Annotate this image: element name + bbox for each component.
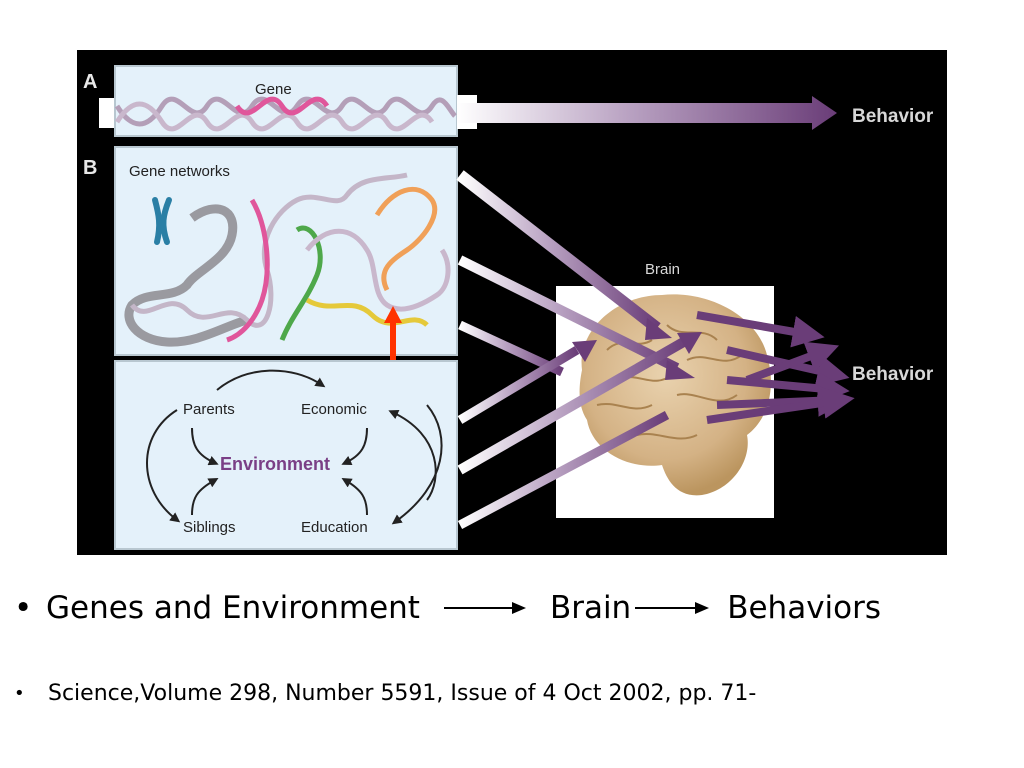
bullet-text-brain: Brain: [549, 590, 632, 626]
behavior-top-label: Behavior: [852, 106, 934, 127]
gene-networks-label: Gene networks: [129, 163, 230, 180]
env-parents: Parents: [183, 401, 235, 418]
bullet-genes-environment: • Genes and Environment Brain Behaviors: [14, 590, 881, 626]
env-economic: Economic: [301, 401, 367, 418]
environment-cycle-arrows: [146, 369, 443, 525]
bullet-dot: •: [14, 590, 33, 626]
panel-b-letter: B: [83, 157, 97, 179]
bullet-citation: • Science,Volume 298, Number 5591, Issue…: [14, 681, 756, 706]
env-education: Education: [301, 519, 368, 536]
gene-helix: [114, 96, 457, 132]
behavior-right-label: Behavior: [852, 364, 934, 385]
gene-network-strands: [124, 172, 451, 347]
chromosome-icon: [152, 197, 172, 245]
brain-label: Brain: [645, 261, 680, 278]
env-siblings: Siblings: [183, 519, 236, 536]
gene-label: Gene: [255, 81, 292, 98]
figure-svg: A B Gene Behavior Gene networks: [83, 65, 934, 550]
citation-text: Science,Volume 298, Number 5591, Issue o…: [48, 681, 757, 706]
arrow-right-icon: [635, 602, 710, 614]
figure-panel: A B Gene Behavior Gene networks: [77, 50, 947, 555]
gene-left-stub: [99, 98, 117, 128]
bullet-text-behaviors: Behaviors: [727, 590, 882, 626]
red-up-arrow: [384, 306, 402, 343]
panel-a-letter: A: [83, 71, 97, 93]
bullet-dot: •: [14, 683, 25, 704]
arrow-right-icon: [443, 602, 526, 614]
input-arrows: [456, 170, 702, 529]
env-center: Environment: [220, 454, 330, 474]
bullet-text-genes: Genes and Environment: [46, 590, 420, 626]
gene-to-behavior-arrow: [457, 96, 837, 130]
output-arrows: [696, 311, 855, 424]
